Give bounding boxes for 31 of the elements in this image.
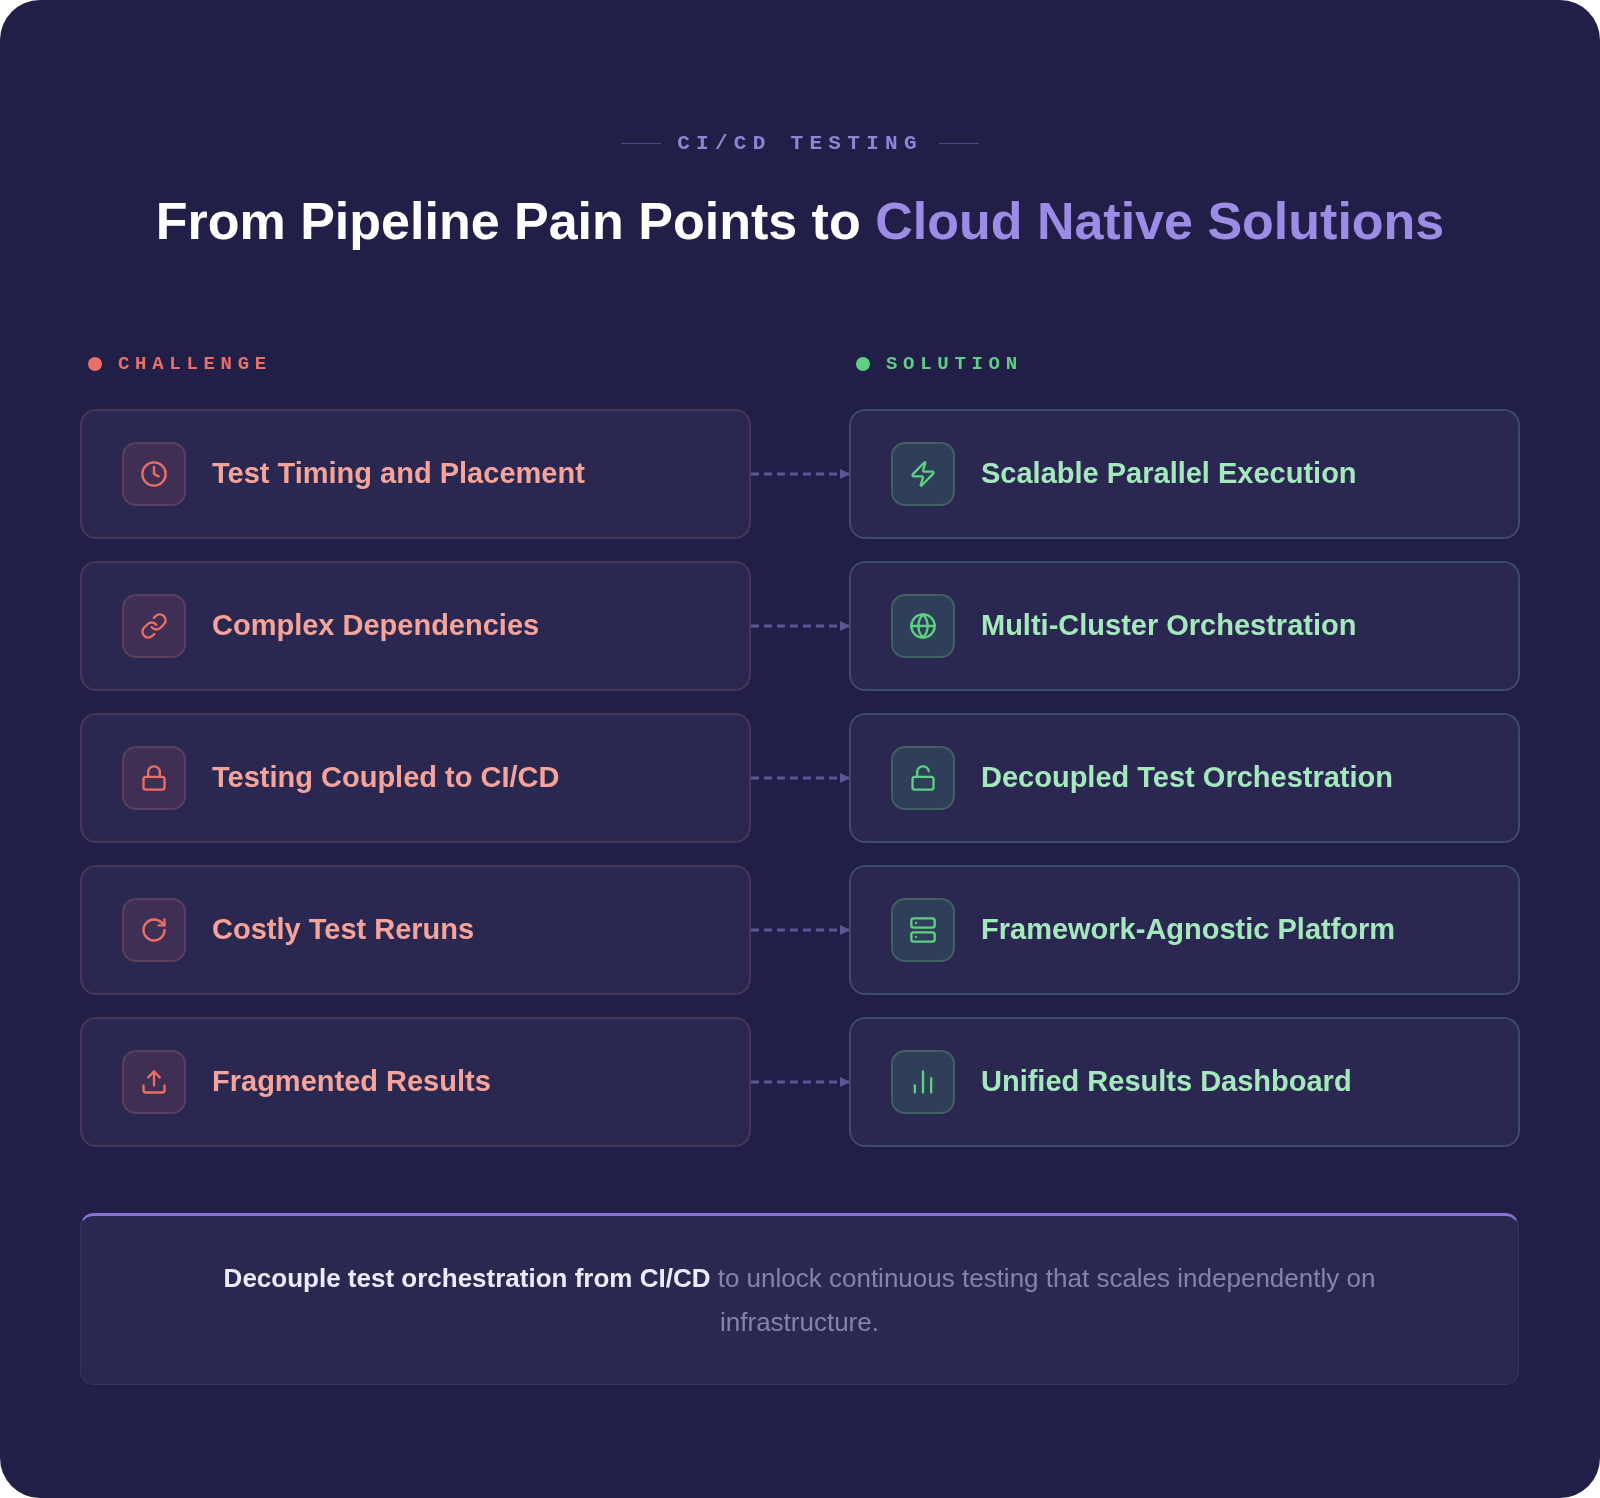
card-title: Testing Coupled to CI/CD [212,760,560,796]
summary-text: Decouple test orchestration from CI/CD to unlock continuous testing that scales independently on infrastructure. [222,1262,1377,1339]
card-title: Test Timing and Placement [212,456,585,492]
card-title: Decoupled Test Orchestration [981,760,1393,796]
arrow [751,773,850,783]
solution-card [849,561,1520,691]
arrow [751,1077,850,1087]
column-heading: CHALLENGE [118,352,272,377]
arrow [751,925,850,935]
challenge-card [80,561,751,691]
card-title: Scalable Parallel Execution [981,456,1357,492]
eyebrow-label: CI/CD TESTING [677,131,923,157]
challenge-card [80,409,751,539]
card-title: Fragmented Results [212,1064,491,1100]
solution-card [849,409,1520,539]
title: From Pipeline Pain Points to Cloud Native Solutions [155,192,1445,250]
card-title: Unified Results Dashboard [981,1064,1352,1100]
solution-card [849,713,1520,843]
column-heading: SOLUTION [886,352,1023,377]
solution-card [849,865,1520,995]
arrow [751,621,850,631]
summary-panel [80,1213,1519,1385]
card-title: Framework-Agnostic Platform [981,912,1396,948]
challenge-card [80,1017,751,1147]
card-title: Complex Dependencies [212,608,540,644]
challenge-card [80,865,751,995]
card-title: Costly Test Reruns [212,912,475,948]
solution-card [849,1017,1520,1147]
card-title: Multi-Cluster Orchestration [981,608,1357,644]
arrow [751,469,850,479]
challenge-card [80,713,751,843]
